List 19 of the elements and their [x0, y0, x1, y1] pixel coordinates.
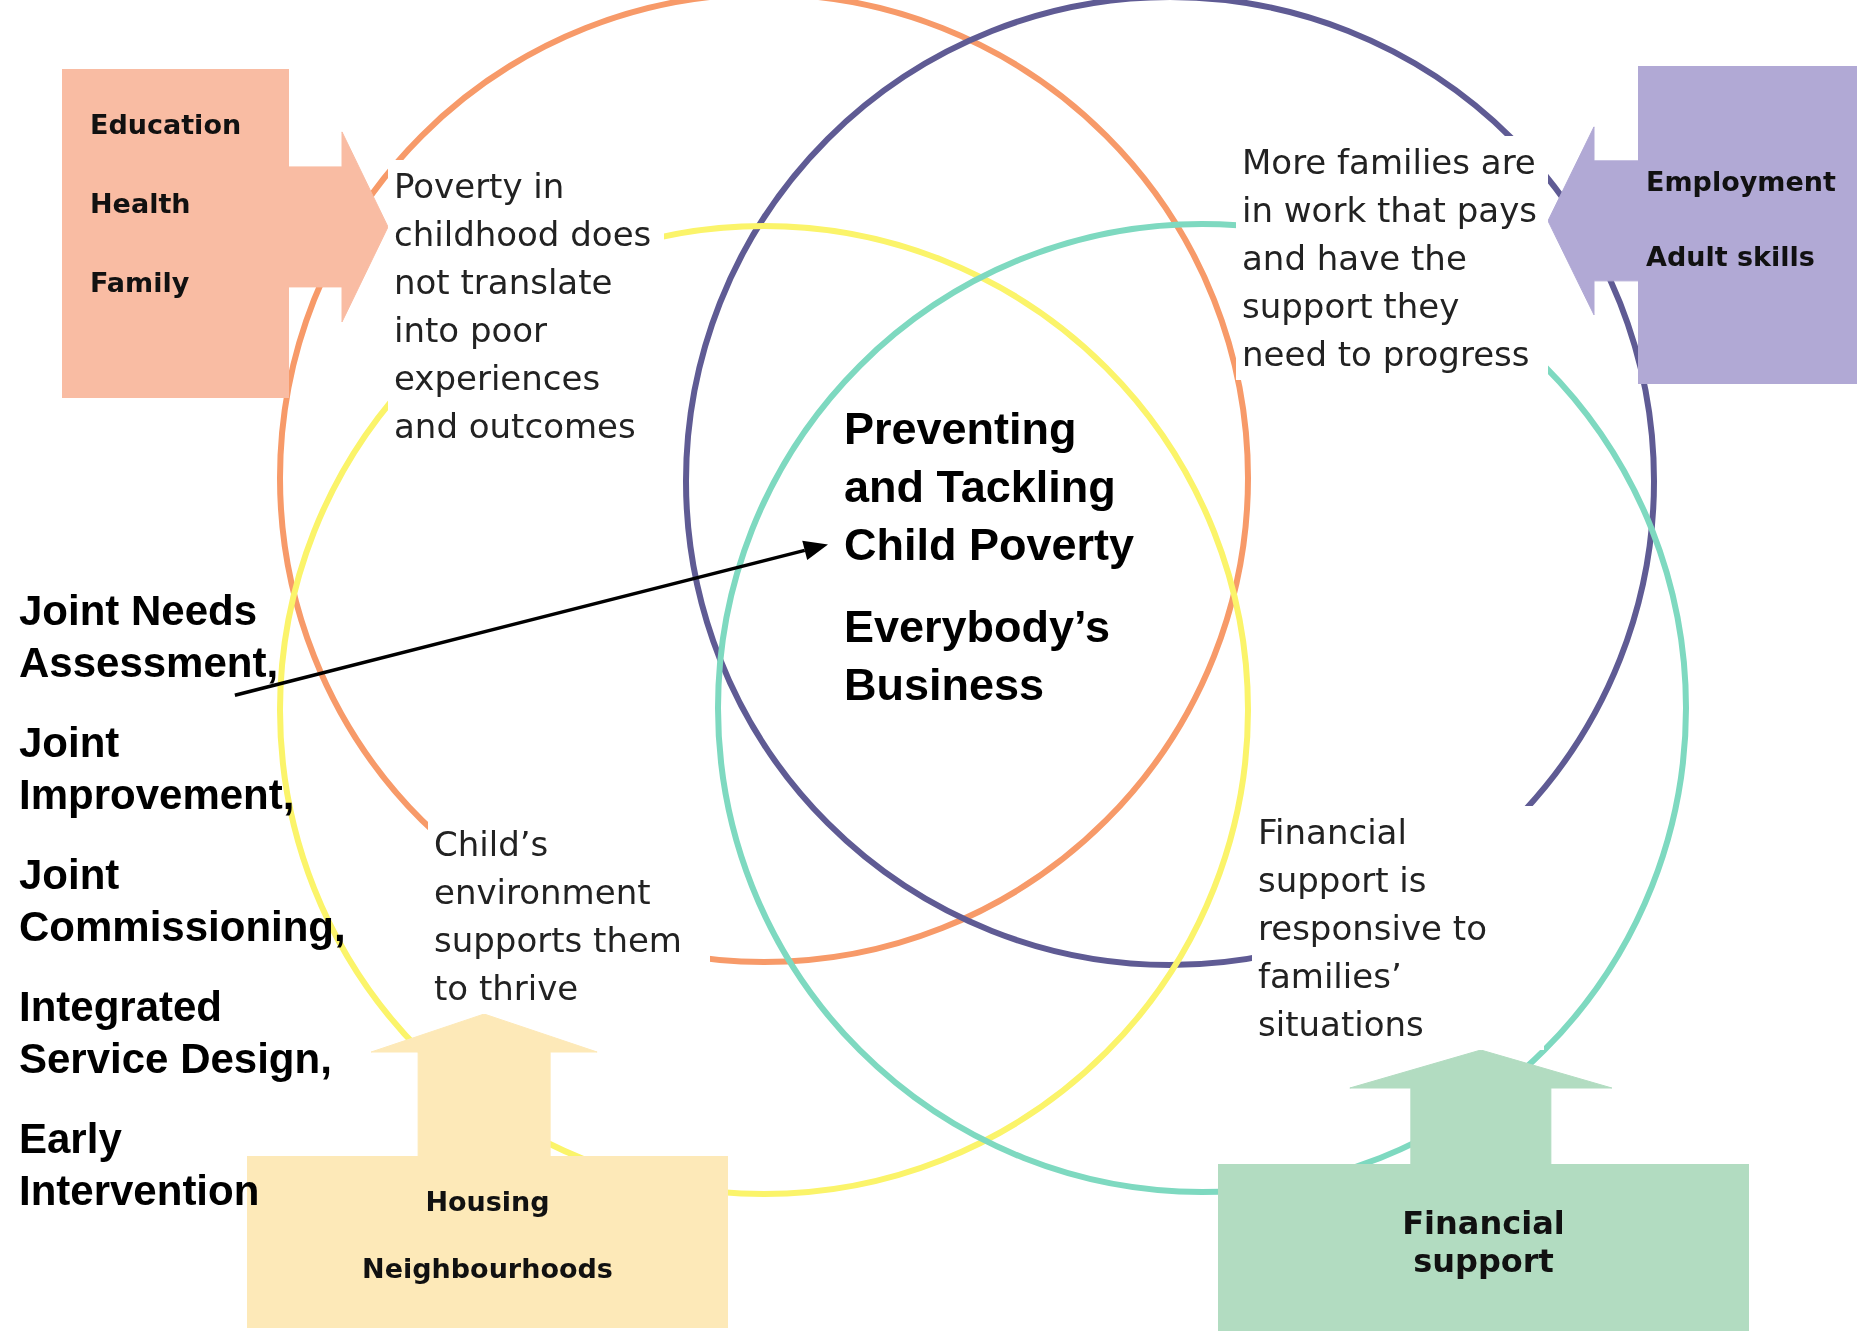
- arrow: [234, 540, 828, 697]
- list-item-text: Joint Needs Assessment,: [19, 586, 280, 688]
- outcome-text: Financial support is responsive to families’ situations: [1252, 806, 1544, 1050]
- panel-label: Neighbourhoods: [361, 1253, 614, 1284]
- panel-label: Adult skills: [1646, 241, 1816, 272]
- heading-text: Everybody’s Business: [844, 600, 1111, 712]
- heading-text: Preventing and Tackling Child Poverty: [844, 402, 1136, 572]
- panel-label: Education: [90, 109, 243, 140]
- panel-label: Housing: [424, 1186, 551, 1217]
- list-item-text: Integrated Service Design,: [19, 982, 333, 1084]
- panel-label: Health: [90, 188, 192, 219]
- theme-panel: [1638, 66, 1857, 384]
- theme-panel: [1218, 1164, 1749, 1331]
- outcome-text: More families are in work that pays and have the support they need to progress: [1236, 136, 1548, 380]
- panel-label: Family: [90, 267, 191, 298]
- panel-label: Financial support: [1401, 1204, 1566, 1280]
- panel-label: Employment: [1646, 166, 1837, 197]
- list-item-text: Early Intervention: [19, 1114, 261, 1216]
- theme-panel: [62, 69, 289, 398]
